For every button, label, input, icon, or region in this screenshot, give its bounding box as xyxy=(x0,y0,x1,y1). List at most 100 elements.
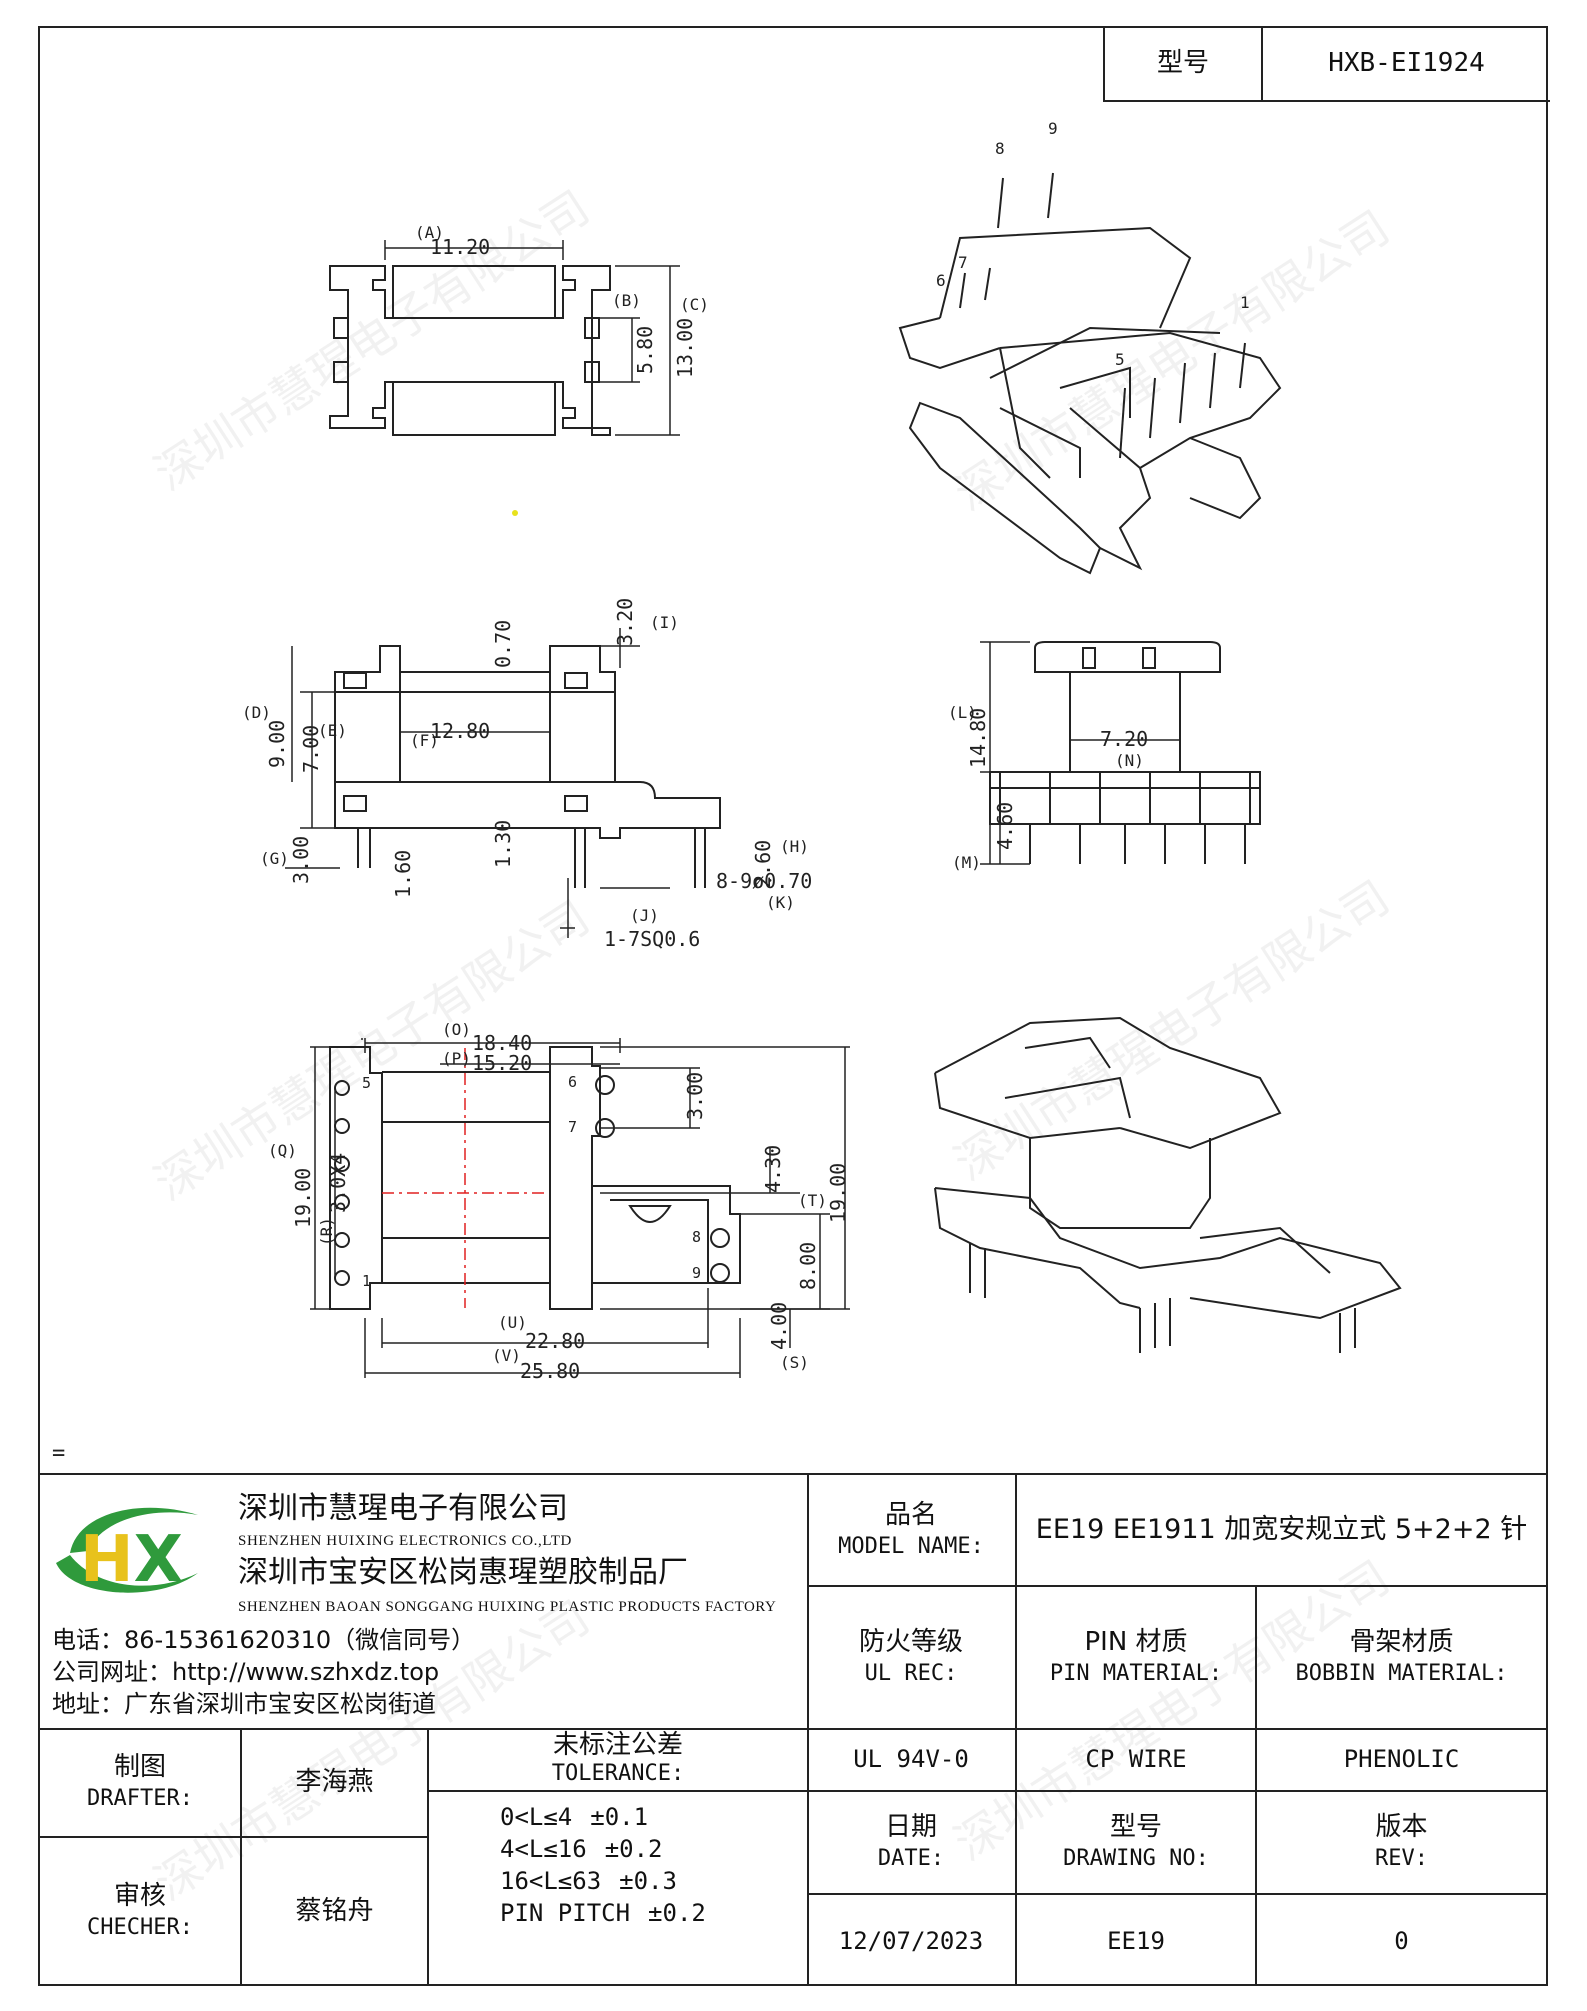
tolerance-value: ±0.2 xyxy=(604,1835,663,1863)
logo-letter-h: H xyxy=(80,1523,134,1597)
yellow-dot-mark xyxy=(512,510,518,516)
dim-tag-p: (P) xyxy=(442,1049,471,1068)
stray-equal-mark: = xyxy=(52,1441,65,1466)
company-phone: 电话：86-15361620310（微信同号） xyxy=(52,1626,476,1654)
dim-tag-b: (B) xyxy=(612,291,641,310)
drafter-label: 制图 DRAFTER: xyxy=(40,1728,240,1836)
checker-label-cn: 审核 xyxy=(113,1881,166,1911)
company-address: 地址：广东省深圳市宝安区松岗街道 xyxy=(52,1690,436,1718)
company-name-cn: 深圳市慧瑆电子有限公司 xyxy=(238,1491,568,1526)
tolerance-value: ±0.1 xyxy=(590,1803,649,1831)
drawing-no-value: EE19 xyxy=(1107,1926,1165,1955)
bottom-pin-7: 7 xyxy=(568,1118,577,1136)
dim-tag-e: (E) xyxy=(318,721,347,740)
bobbin-drawing: (A) 11.20 (B) 5.80 (C) 1 3.00 xyxy=(52,119,1402,1466)
iso-pin-7: 7 xyxy=(958,253,968,272)
dim-a: 11.20 xyxy=(430,235,490,259)
dim-f: 12.80 xyxy=(430,719,490,743)
tolerance-range: 0<L≤4 xyxy=(500,1803,573,1831)
bottom-pin-1: 1 xyxy=(362,1272,371,1290)
date-label-cn: 日期 xyxy=(884,1811,937,1842)
isometric-view-bottom xyxy=(934,1016,1402,1353)
isometric-view-top: 8 9 6 7 1 5 xyxy=(898,119,1282,575)
tb-vline xyxy=(807,1475,809,1986)
model-name-value: EE19 EE1911 加宽安规立式 5+2+2 针 xyxy=(1035,1514,1528,1545)
dim-tag-s: (S) xyxy=(780,1353,809,1372)
bottom-pin-5: 5 xyxy=(362,1074,371,1092)
pin-material-label-en: PIN MATERIAL: xyxy=(1049,1660,1223,1686)
logo-swoosh-top xyxy=(70,1507,198,1553)
dim-tag-q: (Q) xyxy=(268,1141,297,1160)
model-name-label-en: MODEL NAME: xyxy=(838,1534,984,1559)
dim-tag-c: (C) xyxy=(680,295,709,314)
bobbin-material-label-cn: 骨架材质 xyxy=(1349,1626,1454,1657)
dim-800: 8.00 xyxy=(796,1242,820,1290)
dim-tag-g: (G) xyxy=(260,849,289,868)
model-name-label: 品名 MODEL NAME: xyxy=(807,1475,1015,1585)
dim-b: 5.80 xyxy=(633,326,657,374)
tb-vline xyxy=(427,1728,429,1986)
dim-tag-m: (M) xyxy=(952,853,981,872)
dim-1900-right: 19.00 xyxy=(826,1163,850,1223)
title-block: HX 深圳市慧瑆电子有限公司 SHENZHEN HUIXING ELECTRON… xyxy=(40,1473,1546,1988)
iso-pin-1: 1 xyxy=(1240,293,1250,312)
tolerance-value: ±0.3 xyxy=(619,1867,677,1895)
checker-label-en: CHECHER: xyxy=(87,1915,193,1940)
fire-rating-label-en: UL REC: xyxy=(864,1660,958,1686)
tolerance-range: 4<L≤16 xyxy=(500,1835,587,1863)
date-label-en: DATE: xyxy=(877,1845,945,1871)
header-model-label: 型号 xyxy=(1105,26,1263,100)
iso-pin-5: 5 xyxy=(1115,350,1125,369)
tb-vline xyxy=(1255,1585,1257,1986)
dim-tag-u: (U) xyxy=(498,1313,527,1332)
dim-tag-i: (I) xyxy=(650,613,679,632)
tb-hline xyxy=(40,1728,1546,1730)
dim-e: 7.00 xyxy=(299,725,323,773)
top-view: (A) 11.20 (B) 5.80 (C) 13.00 xyxy=(329,223,709,436)
dim-p: 15.20 xyxy=(472,1051,532,1075)
header-model-value: HXB-EI1924 xyxy=(1328,48,1485,78)
dim-v: 25.80 xyxy=(520,1359,580,1383)
iso-pin-6: 6 xyxy=(936,271,946,290)
side-view: (L) 14.80 7.20 (N) 4.60 (M) xyxy=(948,641,1261,872)
dim-i: 3.20 xyxy=(613,598,637,646)
dim-tag-a: (A) xyxy=(415,223,444,242)
dim-300: 3.00 xyxy=(683,1072,707,1120)
checker-name: 蔡铭舟 xyxy=(295,1896,374,1926)
tolerance-range: 16<L≤63 xyxy=(500,1867,602,1895)
logo-text: HX xyxy=(80,1523,183,1597)
date-value: 12/07/2023 xyxy=(838,1926,984,1955)
dim-070: 0.70 xyxy=(491,620,515,668)
dim-q: 19.00 xyxy=(291,1168,315,1228)
dim-tag-k: (K) xyxy=(766,893,795,912)
dim-u: 22.80 xyxy=(525,1329,585,1353)
tb-hline xyxy=(40,1836,427,1838)
dim-r: 3.0X4 xyxy=(326,1153,350,1213)
rev-label-cn: 版本 xyxy=(1375,1811,1428,1842)
tb-vline xyxy=(240,1728,242,1986)
rev-value: 0 xyxy=(1394,1926,1409,1955)
dim-160: 1.60 xyxy=(391,850,415,898)
drafter-label-en: DRAFTER: xyxy=(87,1786,193,1811)
dim-l: 14.80 xyxy=(966,708,990,768)
dim-g: 3.00 xyxy=(289,836,313,884)
dim-tag-t: (T) xyxy=(798,1191,827,1210)
dim-n: 7.20 xyxy=(1100,727,1148,751)
bobbin-material-value: PHENOLIC xyxy=(1343,1745,1460,1773)
fire-rating-label-cn: 防火等级 xyxy=(858,1626,963,1657)
dim-tag-j: (J) xyxy=(630,906,659,925)
dim-400: 4.00 xyxy=(767,1302,791,1350)
drafter-label-cn: 制图 xyxy=(113,1752,166,1782)
tb-hline xyxy=(807,1893,1546,1895)
front-view: (I) 3.20 0.70 (D) 9.00 (E) 7.00 (F) 12.8… xyxy=(242,598,812,951)
drafter-name: 李海燕 xyxy=(295,1767,374,1797)
fire-rating-value: UL 94V-0 xyxy=(853,1745,969,1773)
logo-letter-x: X xyxy=(134,1523,183,1597)
tolerance-list: 0<L≤4±0.1 4<L≤16±0.2 16<L≤63±0.3 PIN PIT… xyxy=(500,1801,800,1929)
dim-k: 8-9ø0.70 xyxy=(716,869,812,893)
logo-swoosh-bottom xyxy=(56,1555,198,1593)
dim-o: 18.40 xyxy=(472,1031,532,1055)
bottom-pin-8: 8 xyxy=(692,1228,701,1246)
header-model-box: 型号 HXB-EI1924 xyxy=(1103,26,1550,102)
drawing-no-label-en: DRAWING NO: xyxy=(1063,1845,1209,1871)
